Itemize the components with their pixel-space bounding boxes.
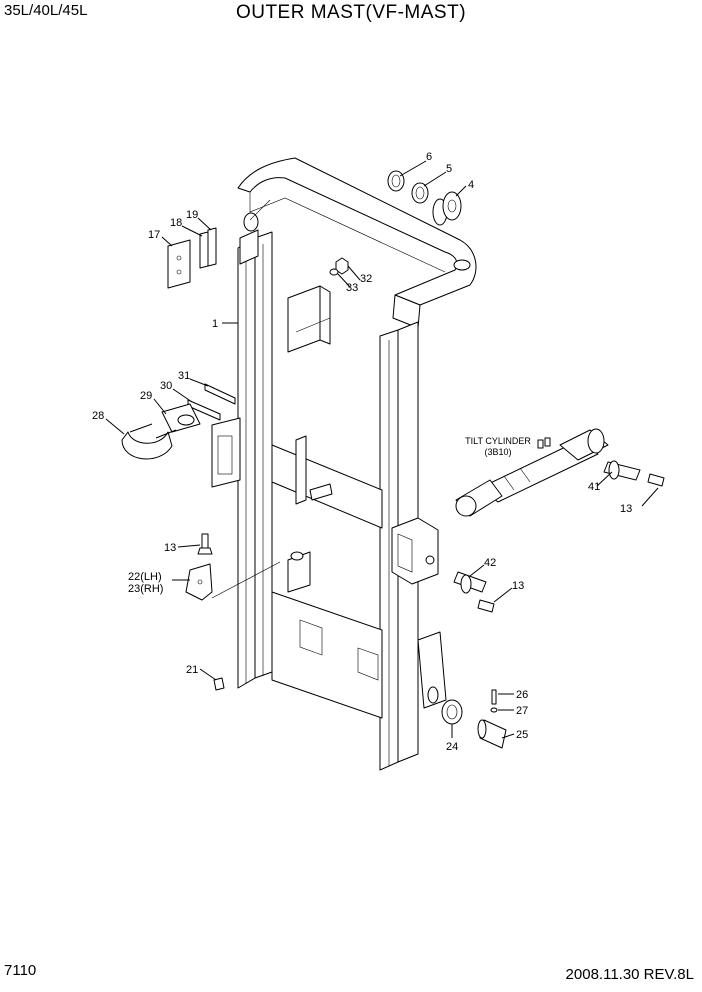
callout-24: 24: [446, 741, 458, 753]
bolt-13-right: [647, 473, 665, 487]
callout-33: 33: [346, 282, 358, 294]
tilt-bracket: [391, 517, 439, 585]
callout-4: 4: [468, 179, 474, 191]
top-crossbar: [237, 157, 477, 329]
washer-5: [411, 182, 429, 204]
callout-41: 41: [588, 481, 600, 493]
callout-21: 21: [186, 664, 198, 676]
callout-6: 6: [426, 151, 432, 163]
lower-crossmember: [271, 551, 447, 719]
washer-6: [387, 170, 405, 192]
hose-guard-28: [121, 423, 177, 460]
callout-5: 5: [446, 163, 452, 175]
pin-41: [603, 460, 641, 481]
callout-17: 17: [148, 229, 160, 241]
page-title: OUTER MAST(VF-MAST): [235, 2, 467, 23]
callout-31: 31: [178, 370, 190, 382]
clamp-29: [161, 403, 201, 433]
washer-33: [329, 268, 339, 276]
callout-42: 42: [484, 557, 496, 569]
callout-22-lh: 22(LH): [128, 571, 162, 583]
callout-28: 28: [92, 410, 104, 422]
middle-crossmember: [211, 417, 383, 529]
bushing-24: [441, 699, 463, 725]
bracket-22-23: [185, 563, 213, 601]
washer-27: [490, 707, 498, 713]
model-range: 35L/40L/45L: [4, 2, 88, 19]
page-number: 7110: [4, 962, 37, 979]
callout-27: 27: [516, 705, 528, 717]
pin-25: [477, 719, 507, 749]
bolt-26: [491, 689, 497, 705]
callout-19: 19: [186, 209, 198, 221]
tilt-cylinder-ref: (3B10): [484, 447, 511, 457]
callout-1: 1: [212, 318, 218, 330]
left-mast-rail: [237, 231, 273, 689]
bearing-4: [432, 191, 462, 226]
shim-31: [204, 383, 236, 405]
shim-30: [187, 399, 221, 421]
callout-26: 26: [516, 689, 528, 701]
tilt-cylinder-label: TILT CYLINDER: [465, 436, 531, 446]
plate-17: [167, 239, 191, 289]
callout-25: 25: [516, 729, 528, 741]
bolt-21: [213, 677, 225, 691]
callout-23-rh: 23(RH): [128, 583, 163, 595]
callout-29: 29: [140, 390, 152, 402]
callout-13-mid: 13: [512, 580, 524, 592]
leader-lines: [105, 160, 659, 739]
bolt-13-mid: [477, 599, 495, 613]
bolt-13-upper: [197, 533, 213, 555]
pin-42: [453, 571, 487, 594]
shim-18: [199, 231, 209, 269]
callout-13-upper: 13: [164, 542, 176, 554]
callout-18: 18: [170, 217, 182, 229]
hose-bracket: [287, 285, 331, 353]
right-mast-rail: [379, 321, 419, 771]
rail-top-bracket: [239, 212, 259, 265]
callout-30: 30: [160, 380, 172, 392]
callout-32: 32: [360, 273, 372, 285]
callout-labels: 6 5 4 19 18 17 32 33 1 31 30 29 28 13 22…: [92, 151, 632, 753]
revision-date: 2008.11.30 REV.8L: [565, 966, 694, 983]
shim-19: [207, 227, 217, 267]
tilt-cylinder: [455, 428, 609, 517]
callout-13-right: 13: [620, 503, 632, 515]
